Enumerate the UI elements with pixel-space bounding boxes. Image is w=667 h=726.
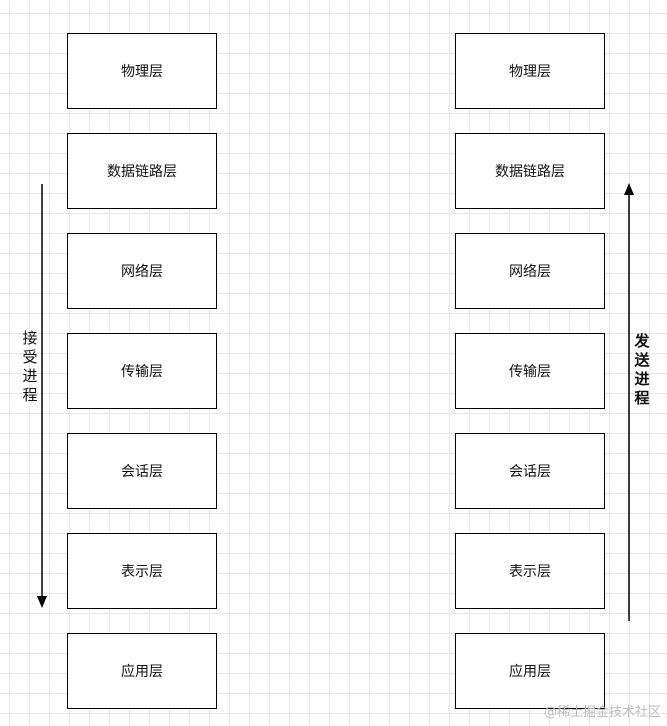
left-layer-session: 会话层 xyxy=(67,433,217,509)
right-layer-network: 网络层 xyxy=(455,233,605,309)
right-layer-transport: 传输层 xyxy=(455,333,605,409)
left-layer-network: 网络层 xyxy=(67,233,217,309)
left-layer-transport: 传输层 xyxy=(67,333,217,409)
watermark: @稀土掘金技术社区 xyxy=(543,705,661,720)
right-layer-physical: 物理层 xyxy=(455,33,605,109)
send-process-label: 发送进程 xyxy=(634,332,650,407)
receive-process-label: 接受进程 xyxy=(22,329,38,404)
left-layer-presentation: 表示层 xyxy=(67,533,217,609)
right-layer-data-link: 数据链路层 xyxy=(455,133,605,209)
left-layer-data-link: 数据链路层 xyxy=(67,133,217,209)
right-layer-presentation: 表示层 xyxy=(455,533,605,609)
right-layer-application: 应用层 xyxy=(455,633,605,709)
left-layer-application: 应用层 xyxy=(67,633,217,709)
left-layer-physical: 物理层 xyxy=(67,33,217,109)
right-layer-session: 会话层 xyxy=(455,433,605,509)
